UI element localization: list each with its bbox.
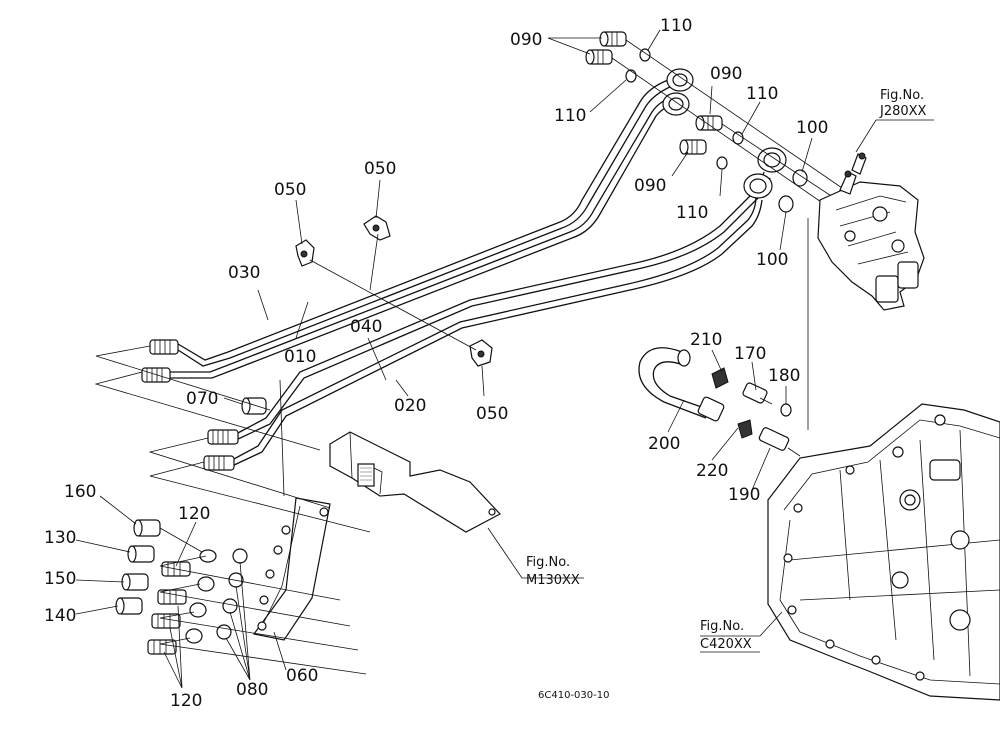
fitting-170 <box>742 382 773 405</box>
label-180: 180 <box>768 366 800 386</box>
fitting-190 <box>758 427 801 457</box>
label-100-top: 100 <box>796 118 828 138</box>
figure-references: Fig.No. J280XX Fig.No. M130XX Fig.No. C4… <box>526 88 927 653</box>
clamp-050-left <box>295 239 315 267</box>
label-090-mid: 090 <box>710 64 742 84</box>
cap-140 <box>115 597 143 615</box>
bolt-090-mid <box>695 115 723 131</box>
o-rings-100 <box>778 169 808 213</box>
ref-transmission-line2: C420XX <box>700 637 752 652</box>
label-200: 200 <box>648 434 680 454</box>
hose-200 <box>638 347 725 422</box>
pipe-010 <box>168 95 681 379</box>
label-010: 010 <box>284 347 316 367</box>
bolt-090-top-a <box>599 31 627 47</box>
control-valve <box>817 152 925 311</box>
pipe-end-030 <box>149 339 179 355</box>
label-110-low: 110 <box>676 203 708 223</box>
ref-bracket-line2: M130XX <box>526 573 580 588</box>
label-140: 140 <box>44 606 76 626</box>
label-160: 160 <box>64 482 96 502</box>
pipe-end-040 <box>207 429 239 445</box>
pipe-020 <box>231 195 763 467</box>
label-050-mid: 050 <box>364 159 396 179</box>
o-ring-180 <box>780 403 792 417</box>
label-220: 220 <box>696 461 728 481</box>
o-rings-110 <box>625 48 744 170</box>
clamp-050-mid <box>363 215 391 241</box>
clip-220 <box>737 419 753 439</box>
leader-lines <box>75 29 934 689</box>
ref-bracket-line1: Fig.No. <box>526 555 570 570</box>
label-110-mid: 110 <box>746 84 778 104</box>
label-020: 020 <box>394 396 426 416</box>
pipe-sleeves-upper <box>662 68 694 116</box>
pipe-stay-060 <box>252 497 331 641</box>
part-labels: 090 110 110 090 110 100 090 110 100 050 … <box>44 16 828 711</box>
bolt-090-low <box>679 139 707 155</box>
label-090-top: 090 <box>510 30 542 50</box>
pipe-030 <box>177 79 673 367</box>
label-050-right: 050 <box>476 404 508 424</box>
label-090-low: 090 <box>634 176 666 196</box>
label-110-top: 110 <box>660 16 692 36</box>
transmission-case <box>767 403 1000 701</box>
label-190: 190 <box>728 485 760 505</box>
label-070: 070 <box>186 389 218 409</box>
cap-160 <box>133 519 217 563</box>
connectors-120 <box>147 561 191 655</box>
label-120-bottom: 120 <box>170 691 202 711</box>
ref-valve-line2: J280XX <box>879 104 927 119</box>
plug-070 <box>241 397 267 415</box>
label-040: 040 <box>350 317 382 337</box>
label-150: 150 <box>44 569 76 589</box>
label-060: 060 <box>286 666 318 686</box>
step-bracket <box>329 431 501 533</box>
clip-210 <box>711 367 729 389</box>
pipe-end-020 <box>203 455 235 471</box>
ref-transmission-line1: Fig.No. <box>700 619 744 634</box>
label-110-left: 110 <box>554 106 586 126</box>
label-210: 210 <box>690 330 722 350</box>
label-170: 170 <box>734 344 766 364</box>
clamp-050-right <box>469 339 493 367</box>
label-100-low: 100 <box>756 250 788 270</box>
label-080: 080 <box>236 680 268 700</box>
label-130: 130 <box>44 528 76 548</box>
label-030: 030 <box>228 263 260 283</box>
bolt-090-top-b <box>585 49 613 65</box>
label-120-top: 120 <box>178 504 210 524</box>
label-050-left: 050 <box>274 180 306 200</box>
cap-150 <box>121 573 149 591</box>
pipe-sleeves-lower <box>743 147 787 199</box>
cap-130 <box>127 545 155 563</box>
figure-code: 6C410-030-10 <box>538 690 609 701</box>
ref-valve-line1: Fig.No. <box>880 88 924 103</box>
